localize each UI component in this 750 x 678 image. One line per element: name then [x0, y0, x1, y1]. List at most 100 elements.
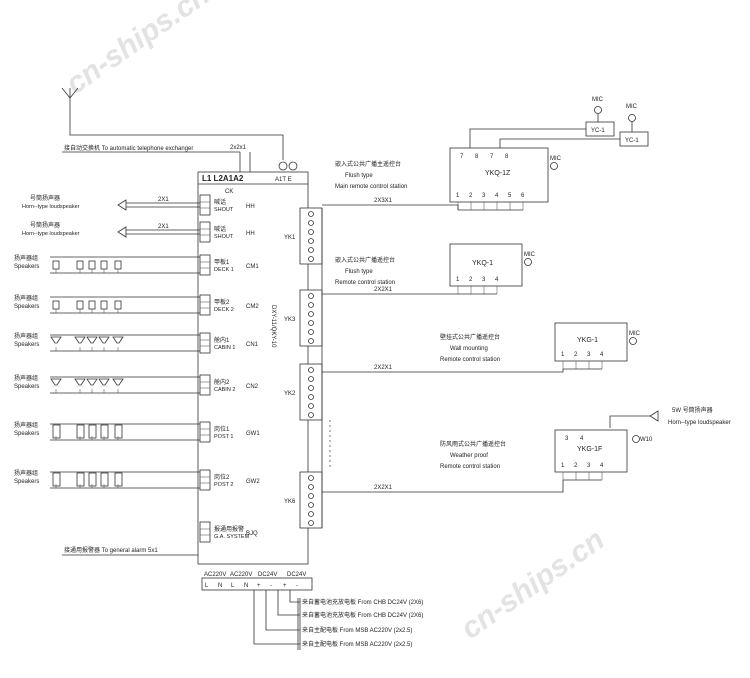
- terminal-icon: [308, 229, 314, 235]
- speaker-icon: [100, 300, 108, 310]
- mic-icon-4: [632, 435, 640, 443]
- station-model-label: YKQ-1: [472, 260, 493, 267]
- station-pin-label: 1: [456, 193, 460, 199]
- station-type-label: Wall mounting: [450, 346, 488, 352]
- station-pin-label: 4: [495, 277, 499, 283]
- station-type-label: Flush type: [345, 269, 373, 275]
- terminal-icon: [308, 511, 314, 517]
- channel-terminal-block: [199, 294, 211, 316]
- post-speaker-icon: [100, 472, 109, 487]
- station-cn-label: 壁挂式公共广播遥控台: [440, 333, 500, 341]
- power-line: [277, 590, 300, 616]
- yc-label-2: YC-1: [625, 138, 639, 144]
- channel-en-label: SHOUT: [214, 207, 234, 213]
- channel-code-label: BJQ: [246, 531, 258, 537]
- terminal-icon: [308, 403, 314, 409]
- channel-cn-label: 岗位1: [214, 425, 230, 433]
- channel-code-label: HH: [246, 204, 255, 210]
- station-cable: [322, 204, 459, 210]
- mic-label-1: MIC: [592, 97, 604, 103]
- post-speaker-icon: [114, 424, 123, 439]
- channel-terminal-block: [199, 521, 211, 543]
- station-mic-icon: [550, 162, 558, 170]
- terminal-icon: [308, 329, 314, 335]
- channel-code-label: HH: [246, 231, 255, 237]
- channel-cn-label: 甲板1: [214, 258, 230, 266]
- terminal-icon: [308, 385, 314, 391]
- post-speaker-icon: [52, 424, 61, 439]
- power-pin-label: L: [205, 583, 209, 589]
- ck-label: CK: [225, 189, 233, 195]
- horn-5w-label: 5W 号筒扬声器: [672, 406, 713, 414]
- station-pin-label: 2: [469, 277, 473, 283]
- channel-en-label: CABIN 2: [214, 387, 235, 393]
- terminal-icon: [308, 320, 314, 326]
- main-unit-frame: [197, 171, 309, 565]
- junction-yk6: YK6: [284, 471, 323, 529]
- cable-2x1-label: 2X1: [158, 224, 169, 230]
- horn-5w-icon: [609, 410, 659, 428]
- station-cn-label: 嵌入式公共广播主遥控台: [335, 160, 401, 168]
- channel-en-label: POST 2: [214, 482, 233, 488]
- channel-terminal-block: [199, 469, 211, 491]
- junction-label: YK2: [284, 391, 296, 397]
- junction-label: YK6: [284, 499, 296, 505]
- ant-terminal-icon: [278, 161, 288, 171]
- power-line: [253, 590, 300, 645]
- post-speaker-icon: [76, 472, 85, 487]
- speaker-icon: [88, 300, 96, 310]
- horn-5w-en: Horn--type loudspeaker: [668, 420, 731, 426]
- station-pin-label: 2: [574, 352, 578, 358]
- device-id-label: DXY-11/QKY-10: [270, 305, 276, 348]
- channel-cn-label: 喊话: [214, 198, 226, 206]
- terminal-icon: [308, 394, 314, 400]
- cable-2x1-label: 2X1: [158, 197, 169, 203]
- station-pin-label: 1: [456, 277, 460, 283]
- terminal-icon: [308, 211, 314, 217]
- speakers-cn-label: 扬声器组: [14, 294, 38, 302]
- speakers-en-label: Speakers: [14, 431, 39, 437]
- channel-code-label: CM2: [246, 304, 259, 310]
- cone-speaker-icon: [74, 336, 86, 344]
- channel-code-label: CM1: [246, 264, 259, 270]
- station-top-pin: 3: [565, 436, 569, 442]
- channel-terminal-block: [199, 221, 211, 243]
- channel-terminal-block: [199, 254, 211, 276]
- cone-speaker-icon: [86, 336, 98, 344]
- speaker-icon: [114, 300, 122, 310]
- station-type-label: Weather proof: [450, 453, 488, 459]
- station-cable-label: 2X3X1: [374, 198, 393, 204]
- horn-speaker-icon: [117, 226, 127, 238]
- terminal-icon: [308, 238, 314, 244]
- channel-en-label: G.A. SYSTEM: [214, 534, 250, 540]
- power-line: [289, 590, 300, 603]
- speaker-icon: [76, 260, 84, 270]
- station-top-pin: 8: [475, 154, 479, 160]
- ant-terminal-label: A1T E: [275, 177, 292, 183]
- station-model-label: YKG-1F: [577, 446, 602, 453]
- channel-cn-label: 喊话: [214, 225, 226, 233]
- power-term-4: DC24V: [287, 572, 306, 578]
- speakers-cn-label: 扬声器组: [14, 374, 38, 382]
- junction-label: YK1: [284, 235, 296, 241]
- post-speaker-icon: [88, 424, 97, 439]
- terminal-icon: [308, 247, 314, 253]
- station-box: [449, 243, 523, 287]
- channel-en-label: DECK 1: [214, 267, 234, 273]
- terminal-icon: [308, 367, 314, 373]
- power-terminal-strip: [201, 577, 313, 591]
- power-pin-label: +: [283, 583, 287, 589]
- station-mic-label: MIC: [550, 156, 562, 162]
- station-mic-icon: [524, 258, 532, 266]
- channel-cn-label: 舱内2: [214, 378, 230, 386]
- channel-terminal-block: [199, 194, 211, 216]
- terminal-icon: [308, 256, 314, 262]
- post-speaker-icon: [76, 424, 85, 439]
- terminal-icon: [308, 293, 314, 299]
